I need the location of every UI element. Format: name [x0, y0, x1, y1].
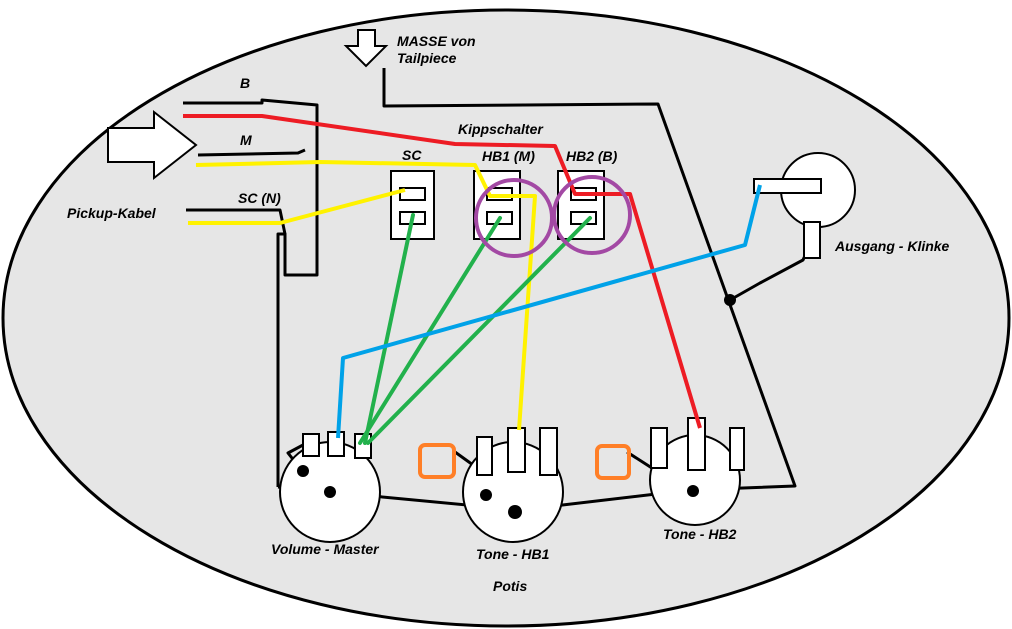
label-masse-line2: Tailpiece — [397, 50, 457, 66]
label-m: M — [240, 132, 252, 148]
label-pickup-kabel: Pickup-Kabel — [67, 205, 157, 221]
label-hb2: HB2 (B) — [566, 148, 618, 164]
label-tone-hb1: Tone - HB1 — [476, 546, 550, 562]
label-sc: SC — [402, 147, 422, 163]
jack-sleeve-lug — [803, 221, 821, 259]
wire-yellow — [188, 160, 537, 431]
pot-lugs — [302, 417, 745, 476]
label-volume-master: Volume - Master — [271, 541, 380, 557]
capacitor-tone-hb2 — [595, 444, 631, 480]
solder-points — [297, 294, 736, 519]
label-hb1: HB1 (M) — [482, 148, 535, 164]
highlight-hb2 — [552, 175, 632, 255]
wire-blue-output — [336, 184, 762, 439]
label-sc-n: SC (N) — [238, 190, 281, 206]
ground-arrow-icon — [343, 29, 389, 68]
highlight-hb1 — [474, 178, 554, 258]
jack-tip-lug — [753, 178, 822, 194]
label-kippschalter: Kippschalter — [458, 121, 544, 137]
label-masse-line1: MASSE von — [397, 33, 476, 49]
label-ausgang-klinke: Ausgang - Klinke — [834, 238, 950, 254]
wire-red-hb2 — [183, 114, 702, 429]
wire-green — [358, 213, 592, 445]
label-tone-hb2: Tone - HB2 — [663, 526, 737, 542]
label-potis: Potis — [493, 578, 527, 594]
label-b: B — [240, 75, 250, 91]
capacitor-tone-hb1 — [418, 443, 456, 479]
pickup-cable-arrow-icon — [107, 109, 198, 181]
